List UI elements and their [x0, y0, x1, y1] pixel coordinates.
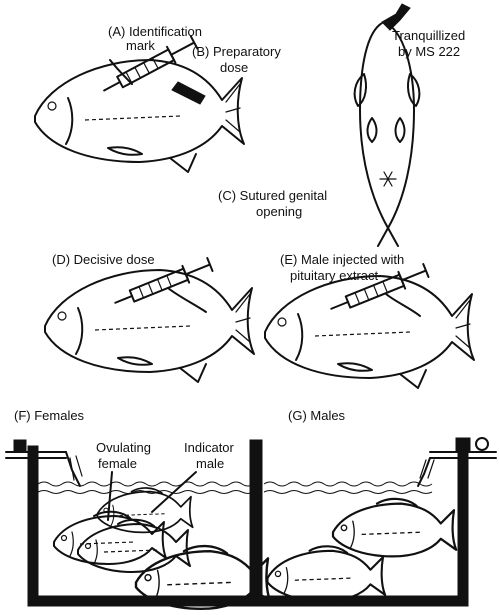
water-jet-right: [417, 457, 431, 487]
tube-icon: [381, 3, 411, 31]
label-indicator: Indicator: [184, 440, 235, 455]
label-ovulating-2: female: [98, 456, 137, 471]
label-indicator-2: male: [196, 456, 224, 471]
tag-icon: [171, 81, 206, 105]
identification-mark-line: [109, 59, 133, 85]
label-d: (D) Decisive dose: [52, 252, 155, 267]
label-b: (B) Preparatory: [192, 44, 281, 59]
label-ovulating: Ovulating: [96, 440, 151, 455]
label-b2: dose: [220, 60, 248, 75]
water-surface: [37, 481, 433, 494]
females-group: [53, 471, 272, 610]
label-c2: opening: [256, 204, 302, 219]
suture-icon: [379, 171, 397, 187]
label-ms222: by MS 222: [398, 44, 460, 59]
label-e: (E) Male injected with: [280, 252, 404, 267]
water-jet-left: [65, 451, 81, 487]
label-a2: mark: [126, 38, 155, 53]
label-c: (C) Sutured genital: [218, 188, 327, 203]
label-e2: pituitary extract: [290, 268, 379, 283]
tank-floor: [27, 595, 469, 607]
tap-icon-right: [455, 437, 471, 453]
fish-a-b: [34, 33, 245, 173]
label-a: (A) Identification: [108, 24, 202, 39]
tap-icon-left: [13, 439, 27, 453]
label-tranquillized: Tranquillized: [392, 28, 465, 43]
pointer-ovulating: [107, 471, 113, 521]
fish-d: [44, 255, 255, 383]
label-g: (G) Males: [288, 408, 346, 423]
fish-e: [264, 261, 475, 389]
males-group: [266, 497, 458, 603]
fish-tranquillized: [353, 3, 421, 247]
tank-divider: [249, 439, 263, 607]
pointer-indicator: [151, 471, 197, 513]
label-f: (F) Females: [14, 408, 85, 423]
valve-icon-right: [475, 437, 489, 451]
